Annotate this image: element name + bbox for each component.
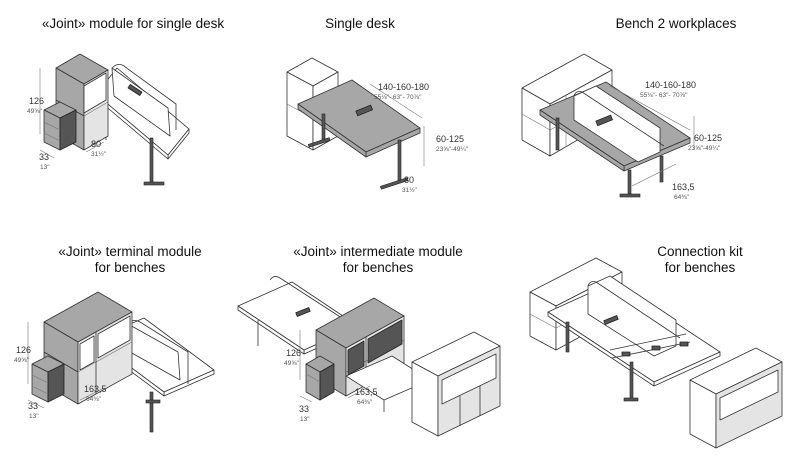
- title-joint-terminal-module: «Joint» terminal module for benches: [30, 244, 230, 276]
- drawing-joint-intermediate-module: [237, 276, 501, 437]
- dim-width-inches: 64⅜": [674, 194, 689, 201]
- dim-height-range-inches: 23⅝"-49¼": [436, 146, 469, 153]
- dim-length-inches: 55⅛"- 63"- 70⅞": [640, 92, 688, 99]
- title-bench-2-workplaces: Bench 2 workplaces: [615, 16, 737, 31]
- dim-width: 163,5: [355, 387, 378, 397]
- dim-length: 140-160-180: [378, 82, 430, 92]
- dim-height-range-inches: 23⅝"-49¼": [688, 145, 721, 152]
- title-single-desk: Single desk: [325, 16, 395, 31]
- dim-width: 80: [404, 175, 415, 185]
- dim-length: 140-160-180: [645, 80, 697, 90]
- dim-height: 126: [29, 96, 45, 106]
- dim-depth: 33: [39, 152, 50, 162]
- dim-depth: 33: [299, 404, 310, 414]
- title-line: «Joint» terminal module: [58, 244, 202, 259]
- privacy-screen: [573, 85, 661, 163]
- dim-depth-inches: 13": [300, 416, 310, 423]
- dim-width-inches: 64⅜": [86, 396, 101, 403]
- title-line: «Joint» intermediate module: [293, 244, 463, 259]
- dim-width-inches: 31½": [91, 151, 106, 158]
- dim-width-inches: 31½": [402, 187, 417, 194]
- dim-height-range: 60-125: [436, 134, 465, 144]
- dim-width: 163,5: [84, 384, 107, 394]
- dim-depth-inches: 13": [40, 164, 50, 171]
- drawing-single-desk: [286, 57, 425, 190]
- title-line: Connection kit: [657, 244, 743, 259]
- dim-width: 163,5: [672, 182, 695, 192]
- drawing-joint-terminal-module: [27, 291, 215, 433]
- dim-width: 80: [91, 139, 102, 149]
- title-line: for benches: [342, 260, 414, 275]
- title-line: for benches: [94, 260, 166, 275]
- connector-bracket: [679, 341, 689, 347]
- dim-length-inches: 55⅛"- 63"- 70⅞": [374, 94, 422, 101]
- title-line: for benches: [664, 260, 736, 275]
- dim-depth: 33: [28, 401, 39, 411]
- cable-port: [355, 104, 373, 117]
- privacy-screen: [111, 67, 171, 137]
- connector-bracket: [621, 351, 631, 357]
- dim-height-inches: 49⅝": [14, 357, 29, 364]
- drawing-joint-module-single-desk: [39, 53, 190, 186]
- dim-width-inches: 64⅜": [357, 399, 372, 406]
- dim-height-range: 60-125: [694, 133, 723, 143]
- title-joint-single-desk: «Joint» module for single desk: [41, 16, 225, 31]
- dim-height-inches: 49⅝": [284, 360, 299, 367]
- dim-height-inches: 49⅝": [27, 108, 42, 115]
- drawing-bench-2-workplaces: [521, 53, 695, 198]
- dim-height: 126: [16, 345, 32, 355]
- connector-bracket: [651, 345, 661, 351]
- title-joint-intermediate-module: «Joint» intermediate module for benches: [278, 244, 478, 276]
- dim-depth-inches: 13": [29, 413, 39, 420]
- dim-height: 126: [286, 348, 302, 358]
- title-connection-kit: Connection kit for benches: [620, 244, 780, 276]
